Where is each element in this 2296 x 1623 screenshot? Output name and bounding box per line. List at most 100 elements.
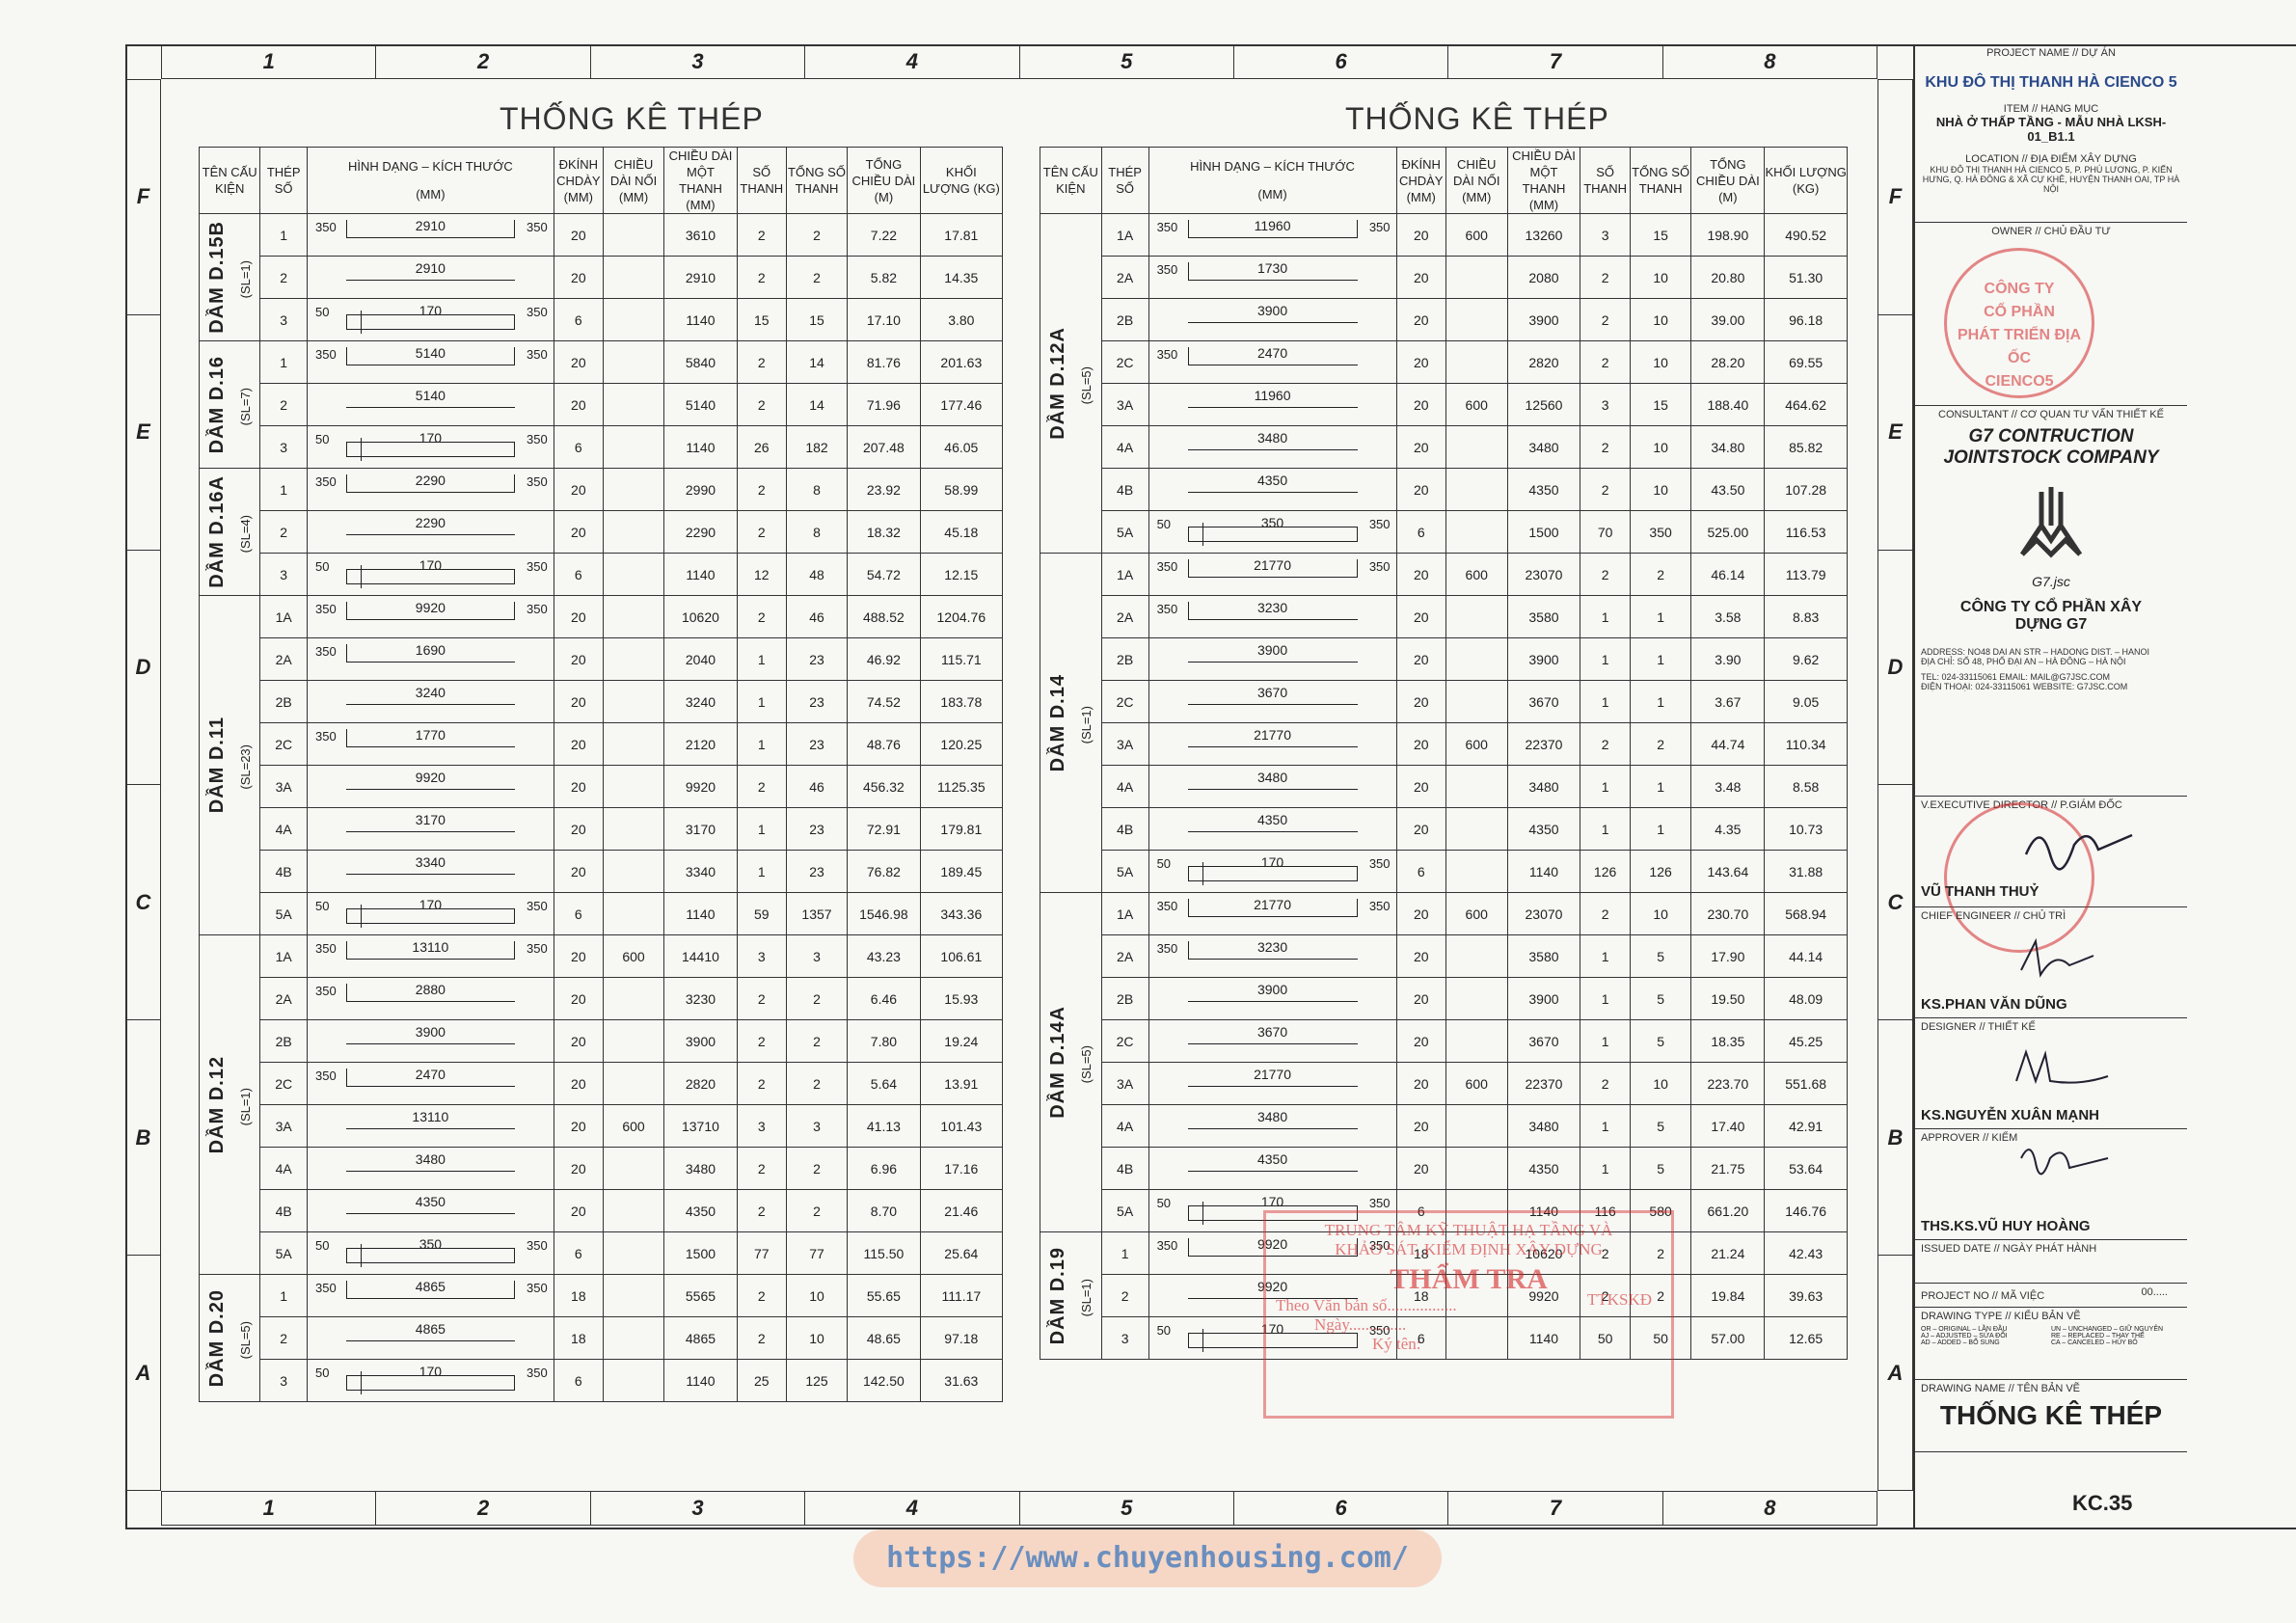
weight: 179.81 (919, 807, 1004, 851)
ruler-row-B: B (126, 1020, 160, 1257)
diameter: 20 (553, 256, 604, 299)
total-length: 7.22 (847, 213, 921, 257)
weight: 46.05 (919, 425, 1004, 469)
lap-length (1445, 510, 1508, 554)
component-quantity: (SL=23) (238, 744, 254, 790)
bar-shape-cell: 4350 (1148, 1147, 1397, 1190)
lap-length (1445, 1147, 1508, 1190)
rebar-line-icon (346, 237, 515, 238)
diameter: 20 (1395, 977, 1446, 1020)
rebar-hook-icon (513, 474, 515, 492)
rebar-line-icon (346, 789, 515, 790)
total-count: 1 (1629, 765, 1692, 808)
shape-dim: 3900 (1256, 303, 1288, 318)
total-count: 1 (1629, 595, 1692, 638)
type-legend-item: CA – CANCELED – HỦY BỎ (2051, 1339, 2138, 1346)
bar-number: 2 (1100, 1274, 1149, 1317)
ruler-col-8: 8 (1764, 1496, 1776, 1520)
rebar-hook-icon (513, 602, 515, 619)
total-count: 2 (785, 977, 849, 1020)
total-count: 1 (1629, 807, 1692, 851)
total-length: 19.50 (1690, 977, 1766, 1020)
weight: 42.91 (1764, 1104, 1848, 1148)
type-legend-item: OR – ORIGINAL – LẦN ĐẦU (1921, 1326, 2008, 1333)
watermark-link[interactable]: https://www.chuyenhousing.com/ (853, 1529, 1442, 1587)
total-count: 5 (1629, 1147, 1692, 1190)
diameter: 18 (553, 1274, 604, 1317)
shape-left-dim: 50 (315, 432, 330, 446)
shape-dim: 3170 (415, 812, 446, 827)
weight: 3.80 (919, 298, 1004, 341)
total-length: 143.64 (1690, 850, 1766, 893)
bar-shape-cell: 3670 (1148, 1019, 1397, 1063)
bar-shape-cell: 9920 (307, 765, 554, 808)
bar-length: 3480 (663, 1147, 738, 1190)
shape-dim: 3340 (415, 854, 446, 870)
bar-length: 3580 (1506, 934, 1581, 978)
bar-number: 5A (259, 892, 309, 935)
bar-shape-cell: 4865 (307, 1316, 554, 1360)
total-length: 72.91 (847, 807, 921, 851)
total-length: 23.92 (847, 468, 921, 511)
lap-length (602, 1274, 665, 1317)
lap-length: 600 (1445, 383, 1508, 426)
bar-count: 2 (1580, 340, 1631, 384)
diameter: 20 (1395, 468, 1446, 511)
bar-count: 1 (1580, 977, 1631, 1020)
bar-shape-cell: 2290 (307, 510, 554, 554)
bar-number: 4B (1100, 1147, 1149, 1190)
total-count: 23 (785, 807, 849, 851)
consultant-label: CONSULTANT // CƠ QUAN TƯ VẤN THIẾT KẾ (1938, 409, 2164, 420)
bar-count: 2 (1580, 1062, 1631, 1105)
lap-length (602, 1231, 665, 1275)
weight: 146.76 (1764, 1189, 1848, 1232)
bar-number: 1A (259, 595, 309, 638)
total-length: 7.80 (847, 1019, 921, 1063)
total-count: 3 (785, 1104, 849, 1148)
bar-length: 2290 (663, 510, 738, 554)
shape-dim: 2470 (1256, 345, 1288, 361)
total-count: 10 (1629, 425, 1692, 469)
weight: 1125.35 (919, 765, 1004, 808)
stirrup-icon (1187, 1333, 1358, 1348)
ruler-row-B: B (1878, 1020, 1912, 1257)
designer-section: DESIGNER // THIẾT KẾ KS.NGUYỄN XUÂN MẠNH (1915, 1018, 2187, 1129)
diameter: 20 (553, 468, 604, 511)
bar-shape-cell: 5140 (307, 383, 554, 426)
bar-length: 13710 (663, 1104, 738, 1148)
lap-length (1445, 1316, 1508, 1360)
bar-count: 59 (736, 892, 787, 935)
bar-shape-cell: 4350 (307, 1189, 554, 1232)
rebar-line-icon (1187, 662, 1358, 663)
shape-right-dim: 350 (1368, 220, 1391, 234)
bar-shape-cell: 3900 (1148, 637, 1397, 681)
bar-number: 4A (259, 1147, 309, 1190)
weight: 9.62 (1764, 637, 1848, 681)
sheet-number: KC.35 (2072, 1491, 2133, 1515)
diameter: 18 (553, 1316, 604, 1360)
shape-left-dim: 350 (1156, 1238, 1178, 1253)
total-count: 1357 (785, 892, 849, 935)
approver-section: APPROVER // KIỂM THS.KS.VŨ HUY HOÀNG (1915, 1129, 2187, 1240)
component-quantity: (SL=1) (238, 1087, 254, 1126)
bar-number: 3 (1100, 1316, 1149, 1360)
rebar-line-icon (346, 1340, 515, 1341)
weight: 201.63 (919, 340, 1004, 384)
bar-number: 5A (1100, 850, 1149, 893)
bar-count: 1 (1580, 637, 1631, 681)
total-count: 23 (785, 850, 849, 893)
bar-length: 1140 (1506, 1316, 1581, 1360)
diameter: 20 (1395, 340, 1446, 384)
bar-count: 1 (736, 680, 787, 723)
